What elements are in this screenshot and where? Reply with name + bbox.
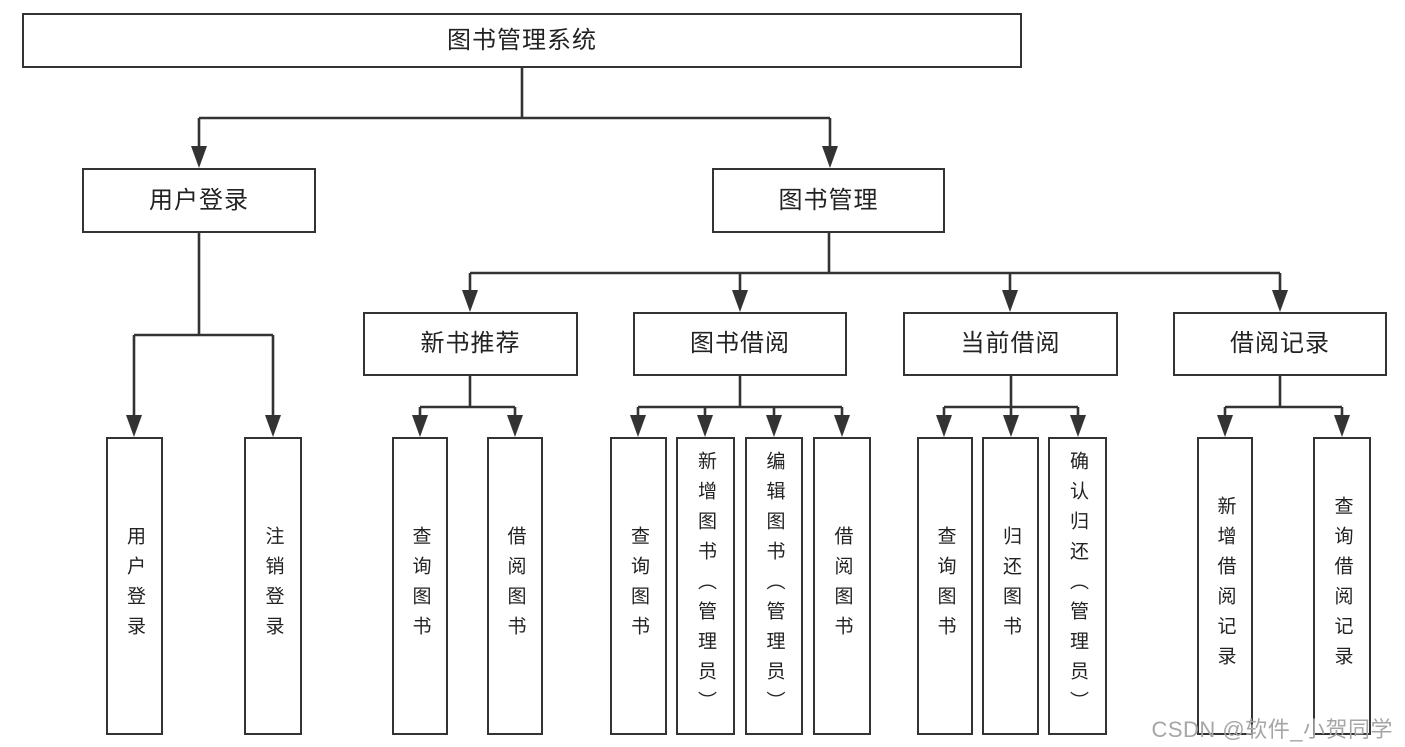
node-label: 借阅图书 [504,526,526,646]
node-label: 查询图书 [409,526,431,646]
csdn-watermark: CSDN @软件_小贺同学 [1151,717,1393,742]
node-label: 借阅图书 [831,526,853,646]
leaf-add-borrow-record: 新增借阅记录 [1197,437,1253,735]
leaf-logout: 注销登录 [244,437,302,735]
node-borrow-records: 借阅记录 [1173,312,1387,376]
node-label: 新增图书（管理员） [695,451,716,721]
node-new-book-recommend: 新书推荐 [363,312,578,376]
node-label: 借阅记录 [1230,330,1330,357]
connector-borrow-records-to-children [1217,376,1350,437]
leaf-current-query-book: 查询图书 [917,437,973,735]
connector-book-management-to-level3 [462,232,1288,312]
node-book-borrow: 图书借阅 [633,312,847,376]
node-book-management: 图书管理 [712,168,945,233]
connector-new-book-recommend-to-children [412,376,523,437]
node-label: 当前借阅 [960,330,1061,357]
leaf-add-book-admin: 新增图书（管理员） [676,437,735,735]
node-label: 查询图书 [628,526,649,646]
node-label: 查询借阅记录 [1331,496,1353,676]
leaf-return-book: 归还图书 [982,437,1039,735]
node-label: 图书管理 [778,186,879,214]
connector-book-borrow-to-children [630,376,850,437]
connector-root-to-level2 [191,68,838,168]
node-current-borrow: 当前借阅 [903,312,1118,376]
leaf-borrow-book: 借阅图书 [813,437,871,735]
leaf-borrow-query-book: 查询图书 [610,437,667,735]
node-label: 归还图书 [1000,526,1021,646]
node-root-library-system: 图书管理系统 [22,13,1022,68]
connector-current-borrow-to-children [936,376,1086,437]
node-label: 用户登录 [149,186,249,214]
node-label: 图书借阅 [690,330,790,357]
node-label: 用户登录 [124,526,145,646]
leaf-recommend-query-book: 查询图书 [392,437,448,735]
node-label: 新书推荐 [420,330,521,357]
leaf-query-borrow-record: 查询借阅记录 [1313,437,1371,735]
leaf-edit-book-admin: 编辑图书（管理员） [745,437,803,735]
node-user-login: 用户登录 [82,168,316,233]
node-label: 图书管理系统 [447,26,597,54]
connector-user-login-to-children [126,232,281,437]
node-label: 新增借阅记录 [1214,496,1236,676]
leaf-user-login: 用户登录 [106,437,163,735]
node-label: 编辑图书（管理员） [763,451,785,721]
node-label: 注销登录 [262,526,284,646]
node-label: 查询图书 [934,526,956,646]
node-label: 确认归还（管理员） [1067,451,1088,721]
leaf-confirm-return-admin: 确认归还（管理员） [1048,437,1107,735]
leaf-recommend-borrow-book: 借阅图书 [487,437,543,735]
